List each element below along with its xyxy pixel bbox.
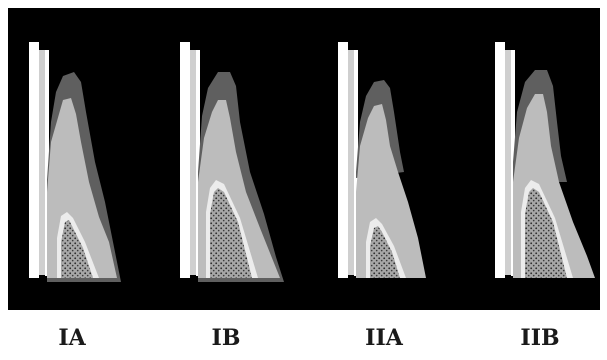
tooth-root-canal	[39, 50, 45, 275]
tooth-root-canal	[505, 50, 511, 275]
panel-iib	[495, 42, 595, 278]
tooth-crown	[338, 42, 348, 278]
tooth-crown	[180, 42, 190, 278]
tooth-root-canal	[348, 50, 354, 275]
panel-label-ib: IB	[186, 326, 266, 350]
panel-label-ia: IA	[32, 326, 112, 350]
tooth-root-canal	[190, 50, 196, 275]
tooth-crown	[29, 42, 39, 278]
figure-canvas	[8, 8, 600, 310]
periodontal-phenotype-figure	[8, 8, 600, 310]
panel-ib	[180, 42, 284, 282]
panel-iia	[338, 42, 426, 278]
panel-label-iia: IIA	[344, 326, 424, 350]
panel-ia	[29, 42, 121, 282]
panel-label-iib: IIB	[500, 326, 580, 350]
tooth-crown	[495, 42, 505, 278]
